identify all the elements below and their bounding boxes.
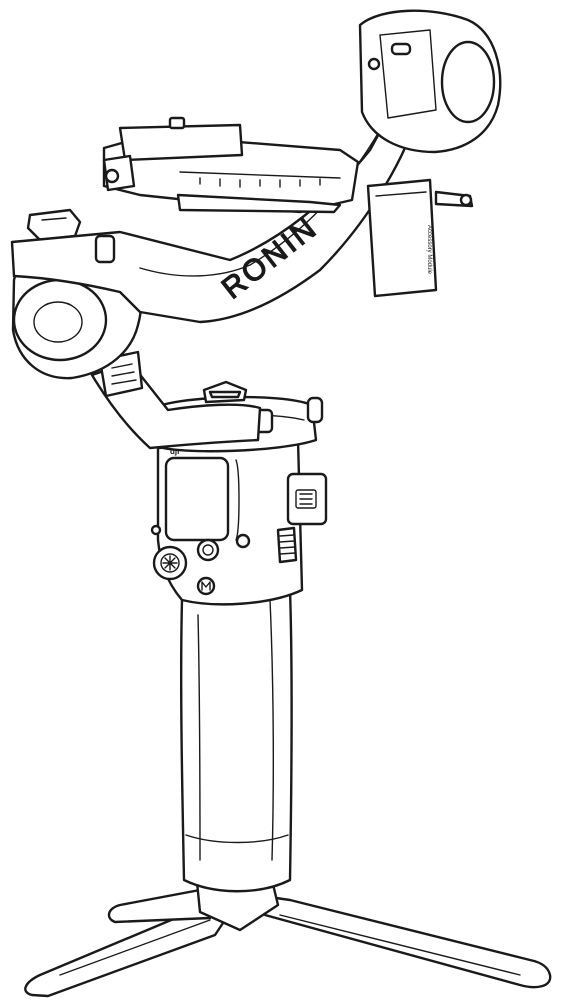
arm-adjust-knob[interactable]	[94, 234, 116, 264]
record-button[interactable]	[196, 538, 220, 562]
control-body: dji	[150, 438, 328, 606]
tilt-motor-face	[440, 40, 496, 124]
tilt-motor-switch[interactable]	[390, 42, 412, 56]
accessory-module: Accessory Module	[366, 178, 474, 298]
power-button[interactable]	[150, 524, 162, 536]
tilt-motor	[358, 9, 502, 154]
roll-motor-face	[12, 278, 108, 362]
roll-arm	[90, 350, 262, 450]
tripod-leg-right	[253, 893, 552, 989]
pan-knob[interactable]	[306, 396, 324, 424]
tripod-leg-back	[107, 888, 227, 924]
plate-screw[interactable]	[168, 116, 186, 130]
accessory-module-body	[366, 178, 438, 298]
handle-grip	[179, 588, 293, 893]
tilt-motor-port	[367, 57, 381, 71]
grip-body	[179, 588, 293, 893]
camera-plate	[102, 116, 360, 214]
quick-release-plate	[118, 123, 244, 162]
side-button[interactable]	[235, 533, 251, 549]
tripod	[24, 870, 552, 998]
touch-screen[interactable]	[164, 456, 230, 542]
accessory-module-label: Accessory Module	[426, 225, 432, 275]
plate-underside	[176, 193, 342, 214]
front-dial[interactable]	[276, 526, 298, 564]
dji-logo: dji	[170, 447, 179, 456]
